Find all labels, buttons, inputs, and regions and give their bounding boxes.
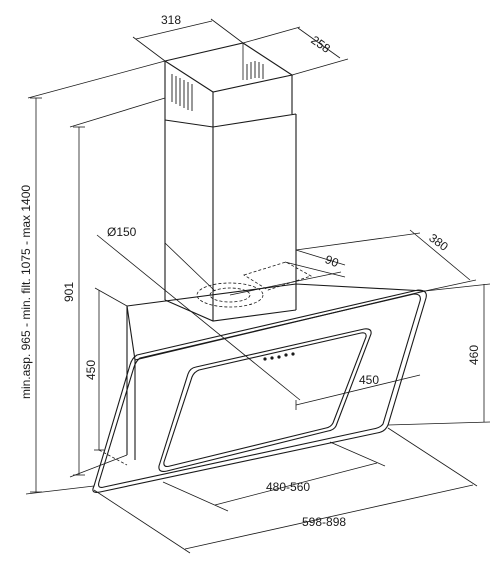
dim-glass-height bbox=[94, 287, 128, 466]
label-chimney-depth: 258 bbox=[308, 33, 333, 56]
label-hood-depth: 380 bbox=[426, 231, 451, 254]
dim-duct-diameter bbox=[96, 234, 301, 401]
vent-slots-left bbox=[171, 74, 193, 111]
chimney-upper bbox=[163, 42, 294, 127]
dim-mounting-range bbox=[162, 441, 386, 512]
dim-hood-height bbox=[387, 283, 491, 426]
label-outlet-offset: 90 bbox=[323, 252, 341, 270]
label-chimney-width: 318 bbox=[161, 13, 181, 27]
dim-hood-depth bbox=[295, 229, 477, 292]
dim-outlet-offset bbox=[229, 249, 346, 296]
duct-outlet bbox=[196, 261, 312, 308]
label-glass-height: 450 bbox=[84, 360, 98, 380]
dim-glass-width bbox=[295, 374, 421, 410]
dim-chimney-depth bbox=[242, 26, 349, 76]
dim-chimney-height bbox=[69, 97, 166, 478]
label-mounting-range: 480-560 bbox=[266, 480, 310, 494]
control-buttons bbox=[263, 352, 295, 361]
label-total-height-range: min.asp. 965 - min. filt. 1075 - max 140… bbox=[19, 185, 33, 399]
label-hood-height: 460 bbox=[467, 345, 481, 365]
label-total-width-range: 598-898 bbox=[302, 515, 346, 529]
hood-body bbox=[92, 283, 427, 493]
vent-slots-right bbox=[246, 61, 264, 80]
label-chimney-height: 901 bbox=[62, 282, 76, 302]
dim-total-height bbox=[25, 60, 166, 495]
dim-total-width-range bbox=[93, 427, 478, 554]
chimney-lower bbox=[164, 113, 297, 322]
label-duct-diameter: Ø150 bbox=[107, 225, 137, 239]
label-glass-width: 450 bbox=[359, 373, 379, 387]
dim-chimney-width bbox=[132, 18, 244, 62]
